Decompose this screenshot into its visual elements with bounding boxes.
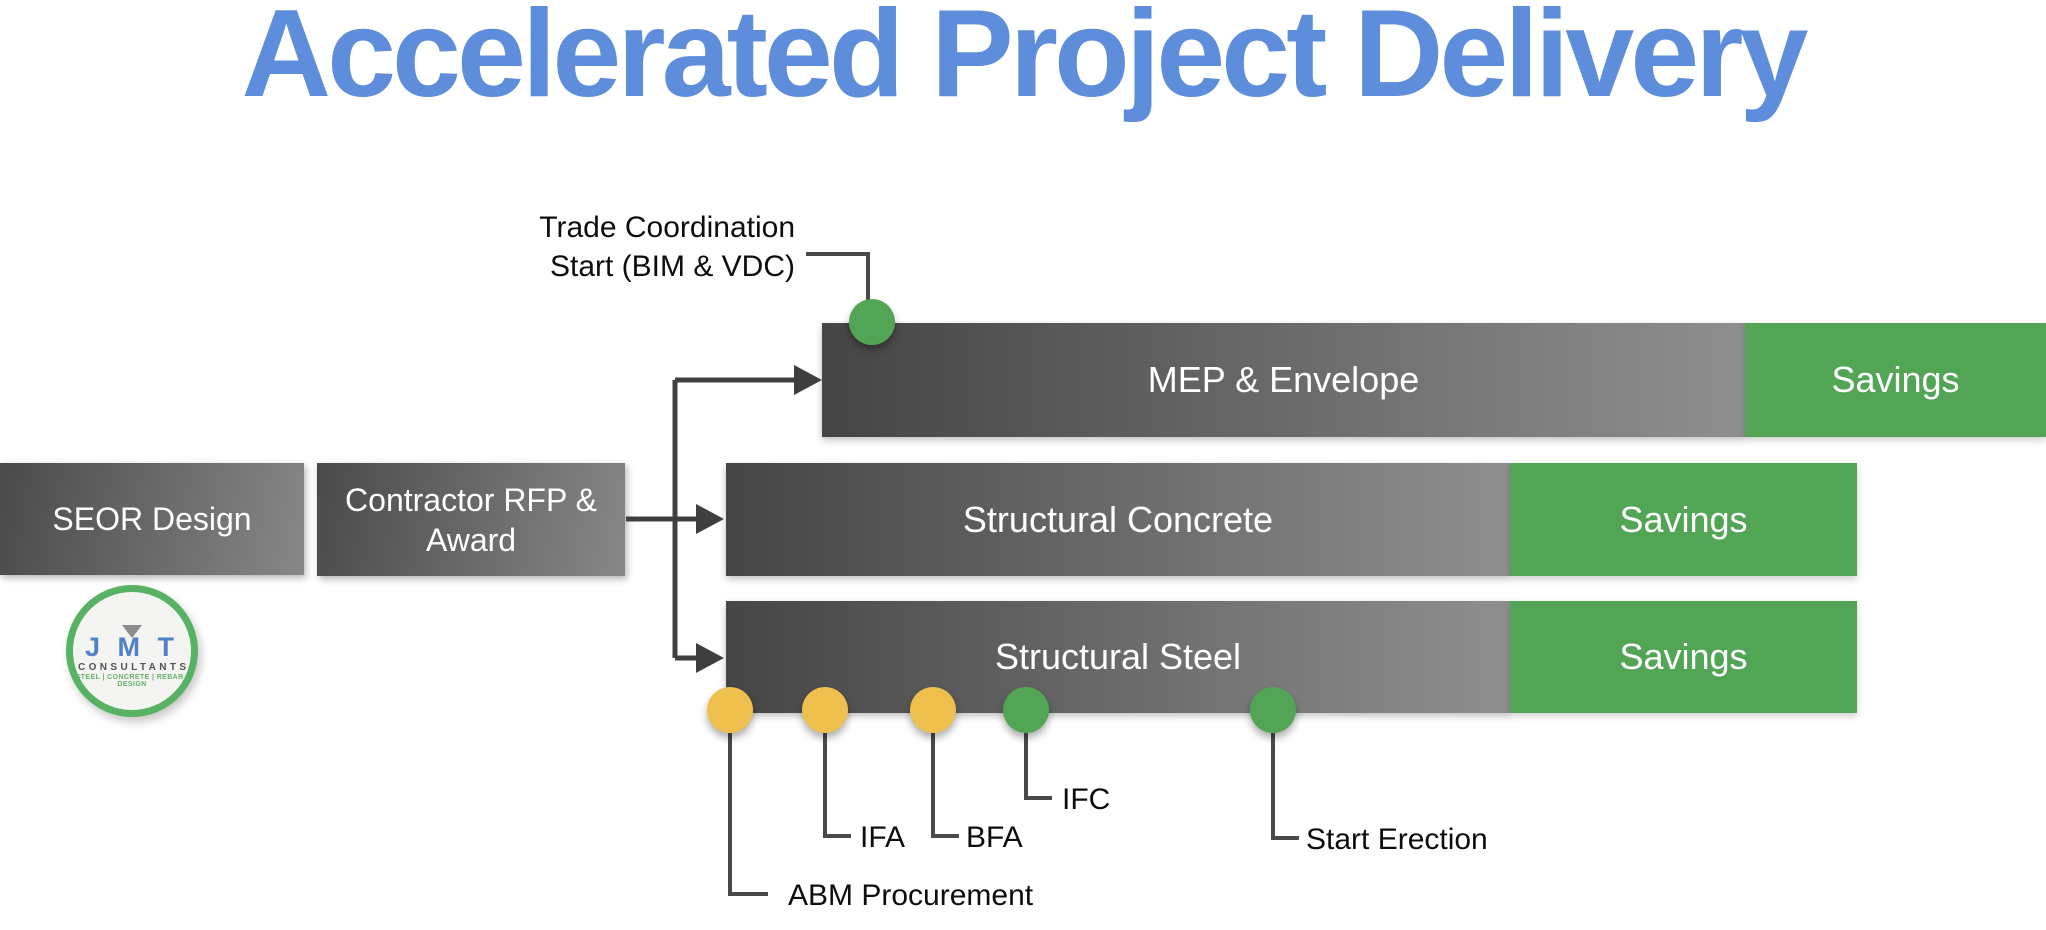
trade-callout-line1: Trade Coordination <box>539 211 795 244</box>
bar-structural-concrete: Structural Concrete <box>726 463 1510 576</box>
savings-label: Savings <box>1619 498 1748 540</box>
trade-coordination-callout: Trade Coordination Start (BIM & VDC) <box>295 208 795 286</box>
logo-letters: J M T <box>84 632 179 662</box>
milestone-dot-bfa <box>910 687 956 733</box>
logo-company-name: CONSULTANTS <box>77 662 190 673</box>
bar-label: Structural Steel <box>994 636 1242 677</box>
bar-label: MEP & Envelope <box>1147 359 1420 400</box>
savings-label: Savings <box>1831 359 1960 400</box>
phase-box-contractor-rfp-award: Contractor RFP & Award <box>317 463 625 576</box>
milestone-dot-start-erection <box>1250 687 1296 733</box>
callout-label-bfa: BFA <box>966 821 1023 854</box>
trade-callout-leader-vertical <box>866 252 870 302</box>
leader-abm-vertical <box>728 733 732 896</box>
leader-ifc-horizontal <box>1026 796 1052 800</box>
arrowhead-steel-icon <box>696 643 724 673</box>
logo-tagline: STEEL | CONCRETE | REBAR | DESIGN <box>75 674 189 688</box>
milestone-dot-ifc <box>1003 687 1049 733</box>
savings-segment-structural-concrete: Savings <box>1510 463 1857 576</box>
milestone-dot-ifa <box>802 687 848 733</box>
trade-callout-leader-horizontal <box>806 252 870 256</box>
arrowhead-mep-icon <box>794 365 822 395</box>
jmt-consultants-logo: J M T CONSULTANTS STEEL | CONCRETE | REB… <box>66 585 198 717</box>
logo-triangle-icon <box>122 625 142 638</box>
phase-box-seor-design: SEOR Design <box>0 463 304 575</box>
callout-label-ifa: IFA <box>860 821 906 854</box>
callout-label-ifc: IFC <box>1062 783 1111 816</box>
phase-label: SEOR Design <box>52 501 252 537</box>
leader-bfa-vertical <box>931 733 935 838</box>
leader-start-erection-vertical <box>1271 733 1275 840</box>
callout-label-abm-procurement: ABM Procurement <box>788 879 1034 912</box>
leader-ifc-vertical <box>1024 733 1028 800</box>
leader-start-erection-horizontal <box>1273 836 1299 840</box>
leader-ifa-vertical <box>823 733 827 838</box>
bar-mep-envelope: MEP & Envelope <box>822 323 1745 437</box>
arrowhead-concrete-icon <box>696 504 724 534</box>
trade-callout-line2: Start (BIM & VDC) <box>549 250 795 283</box>
bar-label: Structural Concrete <box>962 498 1274 540</box>
bar-structural-steel: Structural Steel <box>726 601 1510 713</box>
savings-segment-mep-envelope: Savings <box>1745 323 2046 437</box>
leader-abm-horizontal <box>730 892 768 896</box>
savings-segment-structural-steel: Savings <box>1510 601 1857 713</box>
savings-label: Savings <box>1619 636 1748 677</box>
leader-bfa-horizontal <box>933 834 959 838</box>
leader-ifa-horizontal <box>825 834 851 838</box>
callout-label-start-erection: Start Erection <box>1306 823 1488 856</box>
slide-title: Accelerated Project Delivery <box>241 0 1809 123</box>
milestone-dot-abm-procurement <box>707 687 753 733</box>
milestone-dot-trade-coordination <box>849 299 895 345</box>
phase-label: Contractor RFP & Award <box>345 481 597 558</box>
